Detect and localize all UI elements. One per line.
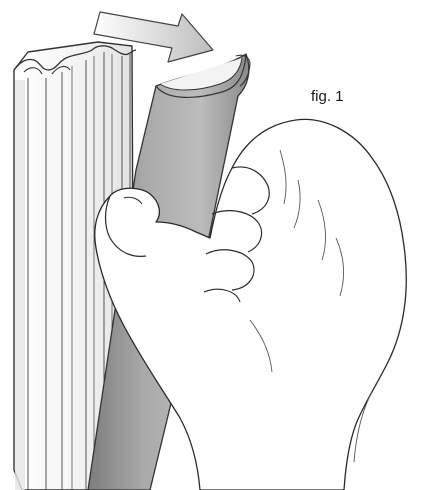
right-arrow-icon	[93, 11, 214, 63]
hand-icon	[94, 118, 407, 490]
aluminium-profile	[13, 41, 137, 490]
figure-label: fig. 1	[311, 88, 344, 105]
